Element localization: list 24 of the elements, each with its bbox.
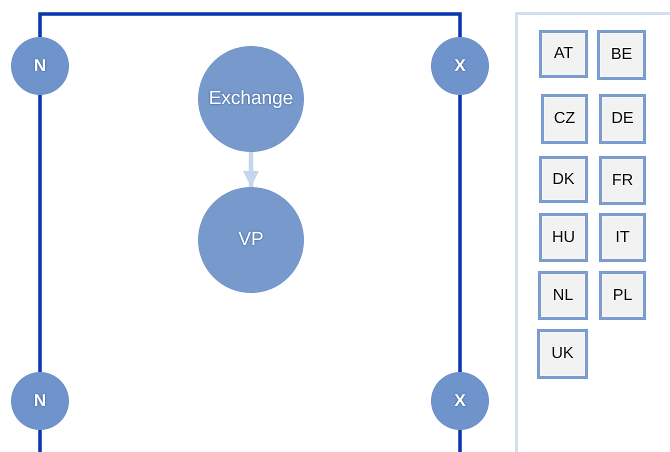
country-box: CZ bbox=[541, 94, 588, 144]
country-box: PL bbox=[599, 271, 646, 320]
country-box: HU bbox=[539, 213, 588, 262]
node-circle: VP bbox=[198, 187, 304, 293]
connector-line bbox=[458, 95, 462, 372]
country-box: NL bbox=[538, 271, 588, 320]
country-box: IT bbox=[599, 213, 646, 262]
node-circle: N bbox=[11, 372, 69, 430]
connector-line bbox=[38, 95, 42, 372]
node-circle: X bbox=[431, 37, 489, 95]
country-box: BE bbox=[597, 30, 646, 80]
connector-line bbox=[38, 12, 462, 37]
country-box: DE bbox=[599, 94, 646, 144]
node-circle: Exchange bbox=[198, 46, 304, 152]
node-circle: X bbox=[431, 372, 489, 430]
connector-line bbox=[458, 430, 462, 452]
country-box: FR bbox=[599, 156, 646, 205]
arrow bbox=[243, 152, 259, 187]
country-box: DK bbox=[539, 156, 588, 203]
country-box: UK bbox=[537, 329, 588, 379]
panel-box bbox=[515, 12, 670, 452]
country-box: AT bbox=[539, 30, 588, 78]
connector-line bbox=[38, 430, 42, 452]
node-circle: N bbox=[11, 37, 69, 95]
